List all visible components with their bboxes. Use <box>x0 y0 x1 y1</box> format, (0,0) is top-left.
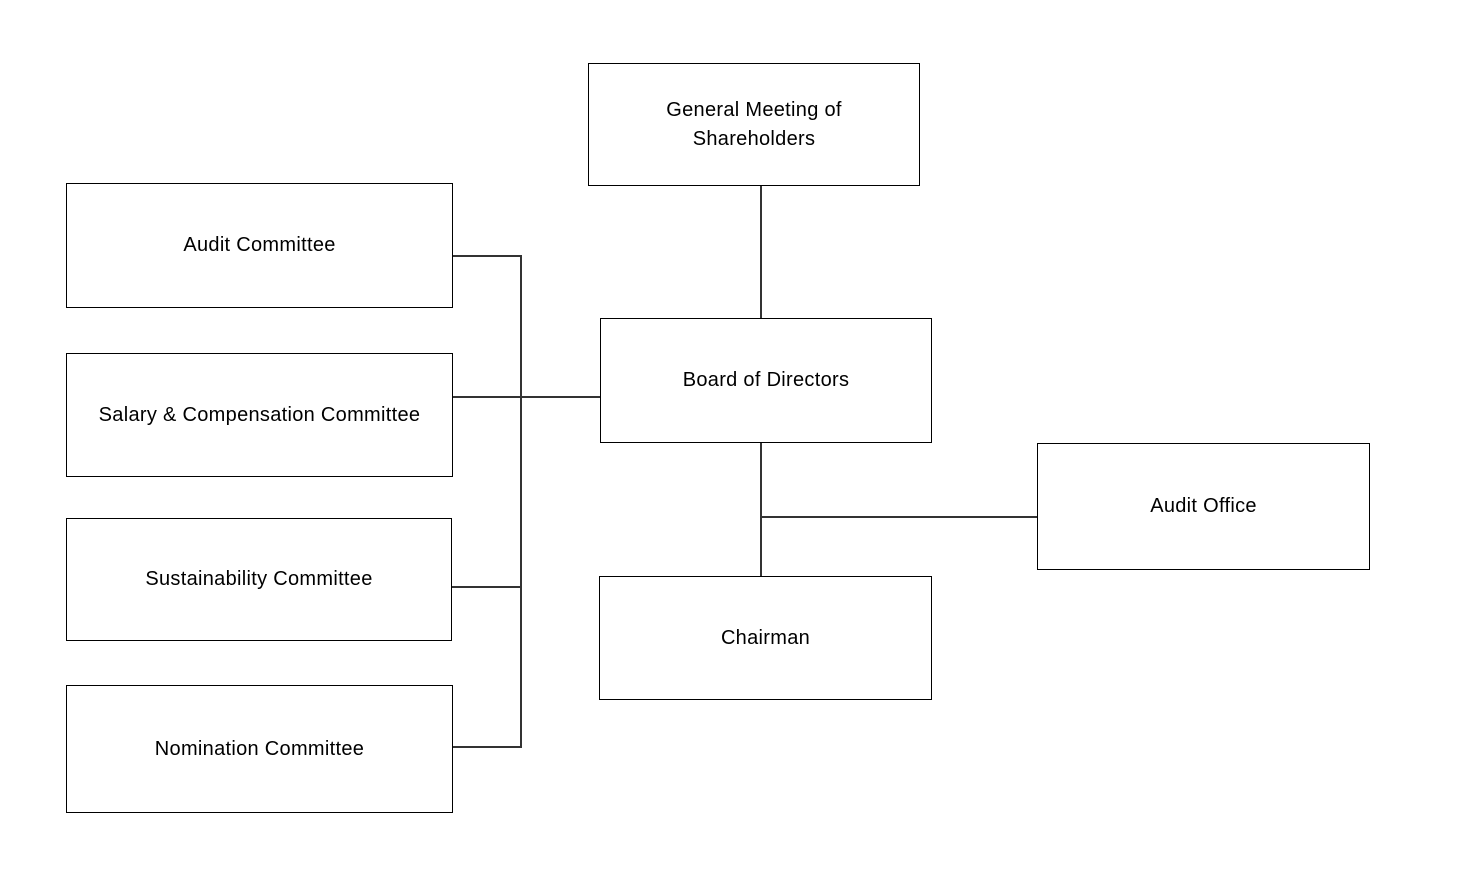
node-sustainability-committee: Sustainability Committee <box>66 518 452 641</box>
node-audit-office: Audit Office <box>1037 443 1370 570</box>
node-audit-office-label: Audit Office <box>1150 495 1257 517</box>
node-chairman-label: Chairman <box>720 626 811 649</box>
connector-board-to-chairman <box>760 443 762 576</box>
connector-audit-committee-branch <box>453 255 521 257</box>
node-salary-compensation-committee: Salary & Compensation Committee <box>66 353 453 477</box>
node-general-meeting-of-shareholders: General Meeting of Shareholders <box>588 63 920 186</box>
connector-nomination-committee-branch <box>452 746 522 748</box>
node-audit-committee: Audit Committee <box>66 183 453 308</box>
node-general-meeting-label: General Meeting of Shareholders <box>666 98 842 150</box>
connector-general-meeting-to-board <box>760 186 762 318</box>
node-board-of-directors: Board of Directors <box>600 318 932 443</box>
connector-sustainability-committee-branch <box>452 586 521 588</box>
connector-salary-committee-to-board <box>453 396 600 398</box>
node-salary-compensation-committee-label: Salary & Compensation Committee <box>98 403 421 426</box>
connector-committees-trunk <box>520 255 522 748</box>
node-chairman: Chairman <box>599 576 932 700</box>
node-sustainability-committee-label: Sustainability Committee <box>145 568 373 590</box>
node-nomination-committee: Nomination Committee <box>66 685 453 813</box>
node-nomination-committee-label: Nomination Committee <box>154 737 365 760</box>
node-audit-committee-label: Audit Committee <box>183 234 336 256</box>
node-board-label: Board of Directors <box>682 369 850 391</box>
connector-board-to-audit-office <box>761 516 1037 518</box>
